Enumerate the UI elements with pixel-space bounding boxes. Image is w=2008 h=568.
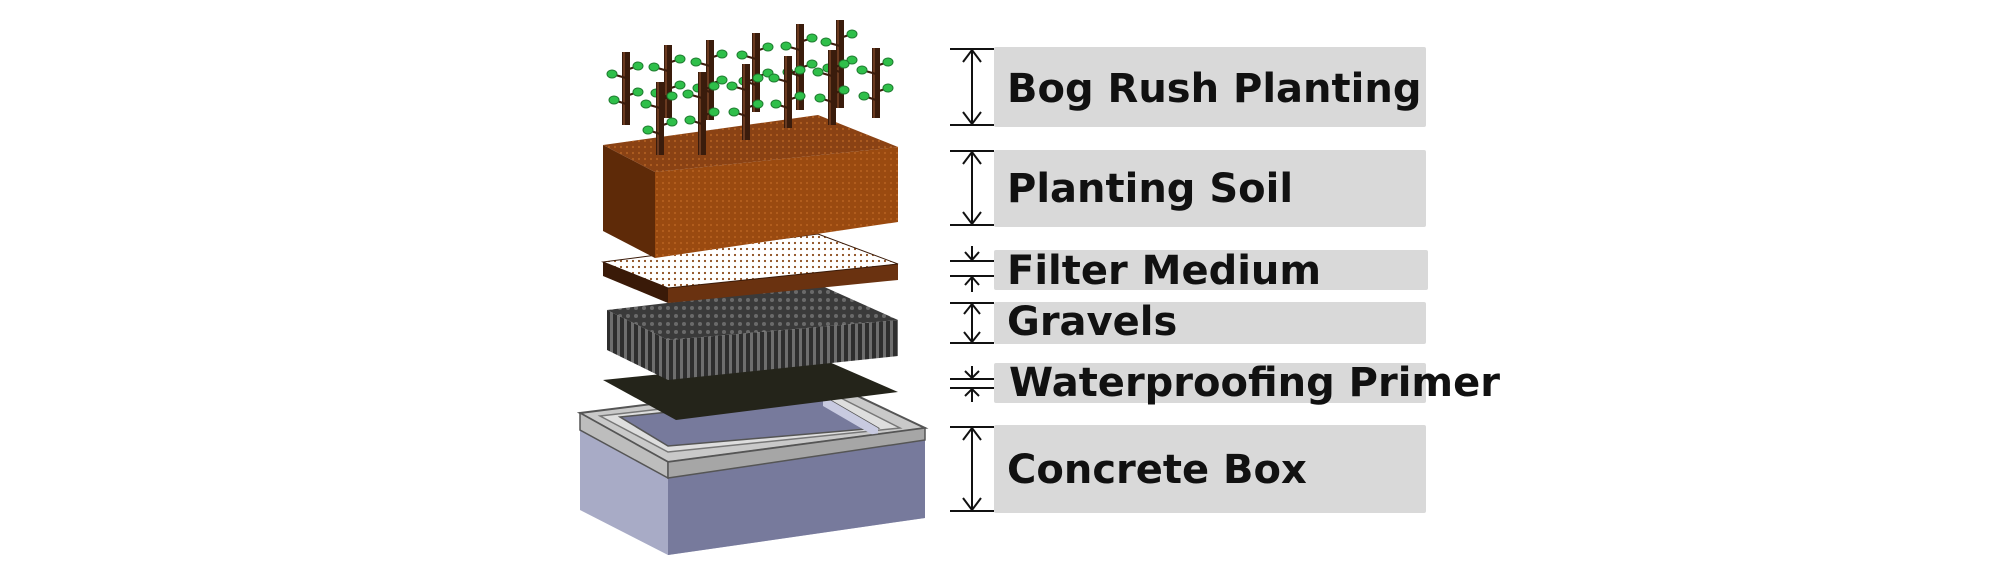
bog-rush-stem	[726, 64, 764, 140]
layer-row-gravels: Gravels	[950, 299, 1426, 345]
layer-row-bog-rush: Bog Rush Planting	[950, 47, 1426, 127]
layer-row-waterproofing-primer: Waterproofing Primer	[950, 360, 1500, 406]
layer-labels: Bog Rush Planting Planting Soil Filter M…	[950, 47, 1500, 513]
filter-medium-illustration	[601, 233, 899, 303]
gravels-illustration	[607, 285, 898, 380]
bog-rush-stem	[682, 72, 720, 155]
label-box	[994, 150, 1426, 227]
label-box	[994, 425, 1426, 513]
label-box	[994, 250, 1428, 290]
bog-rush-stem	[856, 48, 894, 118]
layer-row-concrete-box: Concrete Box	[950, 425, 1426, 513]
label-box	[994, 302, 1426, 344]
bog-rush-stem	[690, 40, 728, 120]
bog-rush-stem	[812, 50, 850, 125]
layer-row-planting-soil: Planting Soil	[950, 150, 1426, 227]
layer-label: Waterproofing Primer	[1009, 360, 1500, 406]
layer-label: Concrete Box	[1007, 447, 1307, 493]
planting-soil-illustration	[603, 115, 898, 258]
layer-label: Filter Medium	[1007, 248, 1321, 294]
bog-rush-stem	[606, 52, 644, 125]
layer-label: Bog Rush Planting	[1007, 66, 1421, 112]
layer-row-filter-medium: Filter Medium	[950, 246, 1428, 294]
layer-label: Planting Soil	[1007, 166, 1293, 212]
bog-rush-plants-illustration	[606, 20, 894, 155]
bog-rush-stem	[768, 56, 806, 128]
label-box	[994, 363, 1426, 403]
concrete-left	[580, 425, 668, 555]
bog-rush-stem	[640, 82, 678, 155]
label-box	[994, 47, 1426, 127]
layer-label: Gravels	[1007, 299, 1177, 345]
